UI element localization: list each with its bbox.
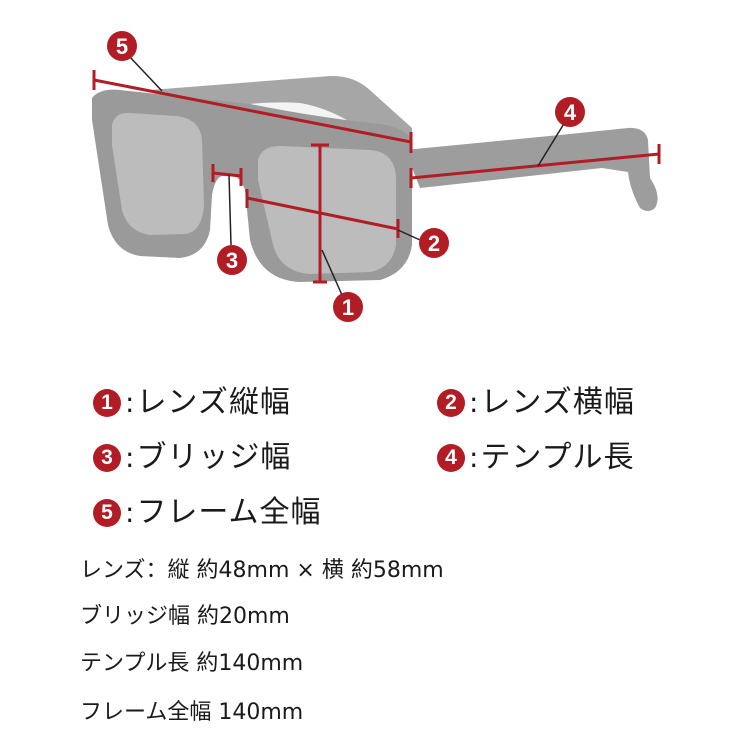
legend-colon: : <box>469 386 479 419</box>
legend-colon: : <box>125 496 135 529</box>
svg-text:5: 5 <box>116 34 128 59</box>
leader-lines <box>127 54 566 296</box>
legend-label: ブリッジ幅 <box>136 440 292 475</box>
badge-2: 2 <box>437 389 465 417</box>
spec-temple-length: テンプル長 約140mm <box>80 651 304 676</box>
glasses-dimension-diagram: 5 4 2 3 1 <box>92 31 661 322</box>
svg-text:3: 3 <box>226 248 238 273</box>
legend-label: フレーム全幅 <box>136 495 322 530</box>
badge-1: 1 <box>93 389 121 417</box>
badge-3: 3 <box>93 444 121 472</box>
left-lens <box>112 112 204 235</box>
legend-label: レンズ縦幅 <box>136 385 291 420</box>
legend-label: レンズ横幅 <box>480 385 635 420</box>
marker-5: 5 <box>107 31 137 61</box>
legend-colon: : <box>469 441 479 474</box>
badge-4: 4 <box>437 444 465 472</box>
legend-label: テンプル長 <box>480 440 635 475</box>
legend-item-frame-width: 5 : フレーム全幅 <box>93 493 322 533</box>
legend-item-lens-height: 1 : レンズ縦幅 <box>93 383 291 423</box>
legend-colon: : <box>125 386 135 419</box>
svg-text:1: 1 <box>342 295 354 320</box>
right-lens <box>258 145 396 274</box>
spec-frame-width: フレーム全幅 140mm <box>80 700 304 725</box>
svg-text:4: 4 <box>564 100 577 125</box>
legend-item-lens-width: 2 : レンズ横幅 <box>437 383 635 423</box>
marker-3: 3 <box>217 245 247 275</box>
legend-item-bridge-width: 3 : ブリッジ幅 <box>93 438 291 478</box>
marker-1: 1 <box>333 292 363 322</box>
marker-2: 2 <box>419 228 449 258</box>
spec-lens-size: レンズ：縦 約48mm × 横 約58mm <box>80 558 444 583</box>
badge-5: 5 <box>93 499 121 527</box>
marker-4: 4 <box>555 97 585 127</box>
right-temple-arm <box>405 127 658 211</box>
svg-text:2: 2 <box>428 231 440 256</box>
measurement-lines <box>92 70 661 284</box>
spec-bridge-width: ブリッジ幅 約20mm <box>80 604 290 629</box>
legend-colon: : <box>125 441 135 474</box>
legend-item-temple-length: 4 : テンプル長 <box>437 438 635 478</box>
